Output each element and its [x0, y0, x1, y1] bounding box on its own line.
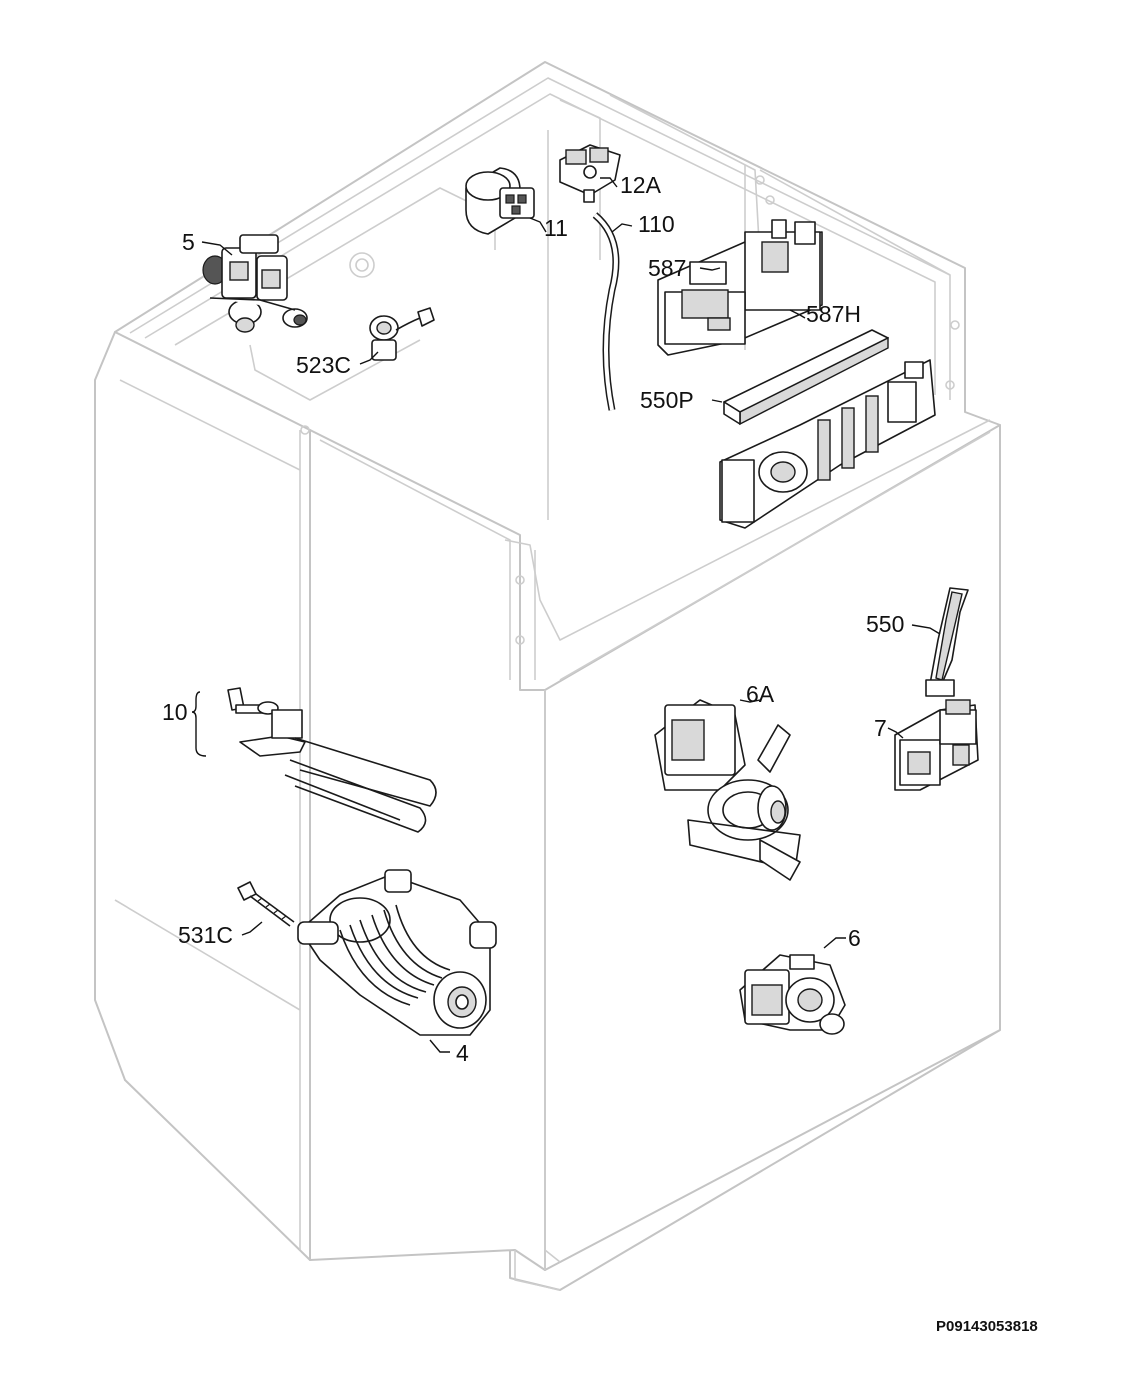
pressure-hose-part[interactable] [592, 212, 620, 411]
control-board-h-part[interactable] [657, 219, 823, 356]
callout-lever: 550 [866, 611, 904, 637]
callout-pump: 6 [848, 925, 861, 951]
pressure-switch-part[interactable] [559, 144, 621, 203]
callout-hose: 110 [638, 211, 675, 237]
motor-part[interactable] [297, 869, 497, 1036]
drain-pump-a-part[interactable] [654, 699, 801, 881]
callout-motor: 4 [456, 1040, 469, 1066]
door-lever-part[interactable] [925, 587, 969, 697]
callout-heater: 10 [162, 699, 188, 725]
heater-part[interactable] [227, 687, 437, 833]
callout-board: 587 [648, 255, 686, 281]
cabinet-outline [94, 61, 1001, 1291]
cover-bar-part[interactable] [723, 329, 889, 426]
capacitor-part[interactable] [465, 167, 535, 235]
callout-door-lock: 7 [874, 715, 887, 741]
leader-lines [191, 177, 941, 1053]
reference-code: P09143053818 [936, 1318, 1038, 1335]
callout-valve: 5 [182, 229, 195, 255]
main-board-part[interactable] [719, 359, 936, 529]
clamp-part[interactable] [369, 307, 435, 361]
callout-capacitor: 11 [544, 215, 568, 241]
callout-pressure-switch: 12A [620, 172, 662, 198]
door-lock-part[interactable] [894, 699, 979, 791]
callout-board-h: 587H [806, 301, 861, 327]
callout-pump-a: 6A [746, 681, 775, 707]
callout-cover: 550P [640, 387, 694, 413]
inlet-valve-part[interactable] [202, 234, 308, 333]
screw-part[interactable] [237, 881, 295, 927]
callout-clamp: 523C [296, 352, 351, 378]
drain-pump-part[interactable] [739, 954, 846, 1035]
callout-screw: 531C [178, 922, 233, 948]
